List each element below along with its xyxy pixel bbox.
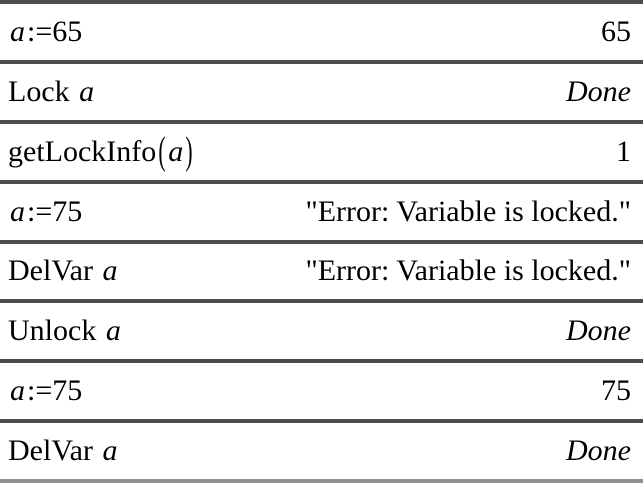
expression-result[interactable]: Done xyxy=(566,436,631,466)
expression-text: :=75 xyxy=(27,374,83,408)
expression-input[interactable]: Lock a xyxy=(8,74,96,108)
variable-name: a xyxy=(168,134,184,168)
expression-result[interactable]: "Error: Variable is locked." xyxy=(305,194,631,228)
expression-result[interactable]: 65 xyxy=(601,14,631,48)
expression-input[interactable]: a:=65 xyxy=(8,14,83,48)
history-row[interactable]: a:=75 "Error: Variable is locked." xyxy=(0,179,643,240)
result-value: "Error: Variable is locked." xyxy=(305,254,631,288)
expression-text: Unlock xyxy=(8,314,104,348)
result-status: Done xyxy=(566,74,631,108)
variable-name: a xyxy=(102,434,118,468)
history-row[interactable]: getLockInfo(a) 1 xyxy=(0,119,643,180)
variable-name: a xyxy=(10,194,25,228)
expression-text: :=75 xyxy=(27,194,83,228)
expression-input[interactable]: DelVar a xyxy=(8,256,119,286)
result-value: 65 xyxy=(601,14,631,48)
expression-text: Lock xyxy=(8,74,78,108)
history-row[interactable]: DelVar a Done xyxy=(0,419,643,479)
expression-input[interactable]: a:=75 xyxy=(8,194,83,228)
variable-name: a xyxy=(79,74,95,108)
result-value: "Error: Variable is locked." xyxy=(305,194,631,228)
expression-result[interactable]: 75 xyxy=(601,376,631,406)
history-row[interactable]: a:=75 75 xyxy=(0,359,643,419)
open-paren-icon: ( xyxy=(158,129,166,173)
variable-name: a xyxy=(102,254,118,288)
history-row[interactable]: Lock a Done xyxy=(0,59,643,120)
expression-text: DelVar xyxy=(8,434,101,468)
history-row[interactable]: a:=65 65 xyxy=(0,4,643,60)
expression-result[interactable]: Done xyxy=(566,74,631,108)
expression-input[interactable]: Unlock a xyxy=(8,316,123,346)
result-value: 75 xyxy=(601,374,631,408)
expression-input[interactable]: getLockInfo(a) xyxy=(8,131,195,170)
history-row[interactable]: Unlock a Done xyxy=(0,299,643,359)
variable-name: a xyxy=(10,374,25,408)
expression-result[interactable]: "Error: Variable is locked." xyxy=(305,256,631,286)
expression-text: :=65 xyxy=(27,14,83,48)
expression-text: DelVar xyxy=(8,254,101,288)
variable-name: a xyxy=(10,14,25,48)
expression-text: getLockInfo xyxy=(8,134,157,168)
expression-input[interactable]: a:=75 xyxy=(8,376,82,406)
expression-result[interactable]: 1 xyxy=(616,134,631,168)
close-paren-icon: ) xyxy=(185,129,193,173)
expression-input[interactable]: DelVar a xyxy=(8,436,119,466)
result-status: Done xyxy=(566,434,631,468)
result-value: 1 xyxy=(616,134,631,168)
history-row[interactable]: DelVar a "Error: Variable is locked." xyxy=(0,239,643,300)
variable-name: a xyxy=(105,314,121,348)
result-status: Done xyxy=(566,314,631,348)
expression-result[interactable]: Done xyxy=(566,316,631,346)
